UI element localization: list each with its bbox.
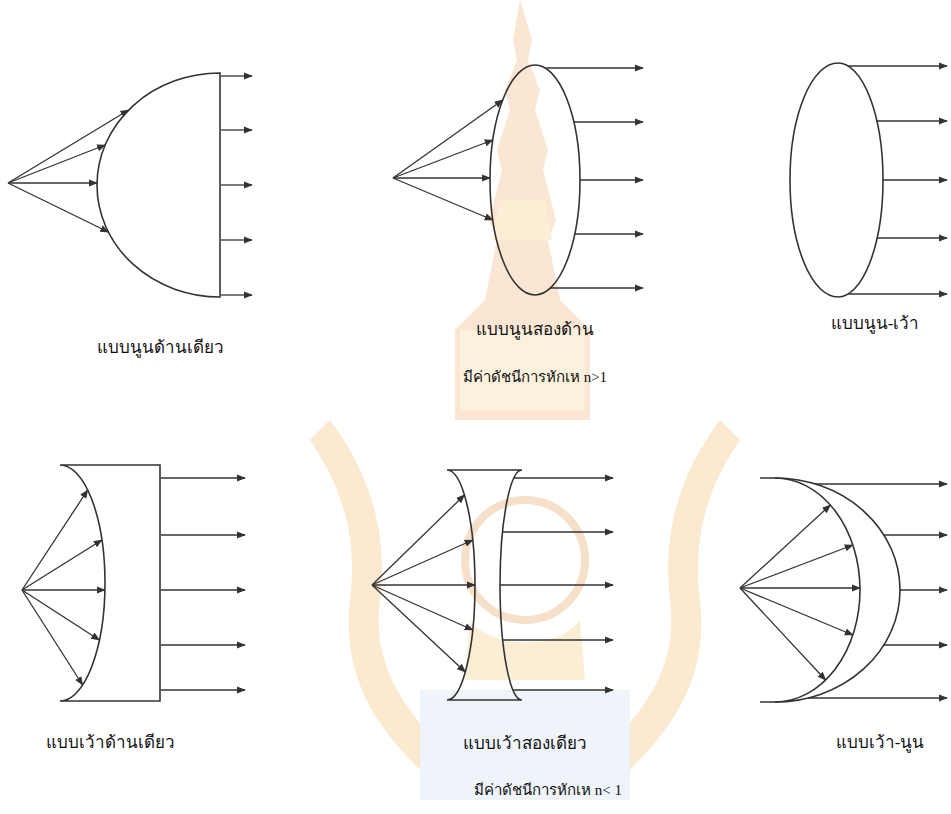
light-ray <box>161 589 245 590</box>
light-ray <box>503 639 613 640</box>
light-ray <box>900 589 947 590</box>
light-ray <box>393 140 493 178</box>
light-ray <box>393 177 490 178</box>
convex-concave-outer <box>790 63 838 297</box>
light-ray <box>22 589 105 590</box>
lens-name: แบบเว้าด้านเดียว <box>46 728 175 755</box>
light-ray <box>22 590 83 685</box>
light-ray <box>740 588 826 680</box>
light-ray <box>393 100 503 178</box>
light-ray <box>221 294 252 295</box>
light-ray <box>884 644 947 645</box>
light-ray <box>22 540 102 590</box>
light-ray <box>580 179 643 180</box>
light-ray <box>545 67 643 68</box>
light-ray <box>740 588 853 635</box>
light-ray <box>372 585 465 672</box>
light-ray <box>221 184 252 185</box>
light-ray <box>8 110 129 183</box>
light-ray <box>500 584 613 585</box>
light-ray <box>393 178 493 220</box>
light-ray <box>575 233 643 234</box>
light-ray <box>808 697 947 698</box>
light-ray <box>877 237 947 238</box>
light-ray <box>161 477 245 478</box>
light-rays <box>8 66 947 698</box>
light-ray <box>22 590 99 640</box>
light-ray <box>8 182 97 183</box>
light-ray <box>372 540 473 585</box>
light-ray <box>574 121 643 122</box>
light-ray <box>221 75 252 76</box>
light-ray <box>161 534 245 535</box>
light-ray <box>372 495 464 585</box>
lens-name: แบบเว้าสองเดียว <box>463 729 587 756</box>
light-ray <box>502 531 613 532</box>
light-ray <box>8 183 108 232</box>
watermark-emblem <box>310 0 740 800</box>
light-ray <box>161 689 245 690</box>
light-ray <box>883 179 947 180</box>
light-ray <box>22 490 88 590</box>
light-ray <box>221 129 252 130</box>
convex-concave-inner <box>838 63 883 297</box>
light-ray <box>740 505 830 588</box>
lens-name: แบบนูนด้านเดียว <box>97 333 224 360</box>
light-ray <box>513 689 613 690</box>
concave-convex-outer <box>775 478 900 702</box>
index-note: มีค่าดัชนีการหักเห n< 1 <box>474 778 622 802</box>
light-ray <box>848 65 947 66</box>
index-note: มีค่าดัชนีการหักเห n>1 <box>463 365 607 389</box>
plano-convex-lens <box>97 73 220 297</box>
light-ray <box>372 584 475 585</box>
lens-name: แบบนูนสองด้าน <box>476 315 594 342</box>
light-ray <box>740 587 860 588</box>
light-ray <box>514 477 613 478</box>
concave-convex-edge <box>760 478 775 702</box>
light-ray <box>884 534 947 535</box>
lens-name: แบบนูน-เว้า <box>831 309 920 336</box>
lens-name: แบบเว้า-นูน <box>836 728 925 755</box>
light-ray <box>848 293 947 294</box>
light-ray <box>815 483 947 484</box>
light-ray <box>877 120 947 121</box>
light-ray <box>740 545 853 588</box>
concave-convex-inner <box>775 478 860 702</box>
plano-concave-lens <box>60 465 160 701</box>
biconvex-lens <box>490 65 580 295</box>
light-ray <box>372 585 473 630</box>
light-ray <box>8 145 105 183</box>
lens-outlines <box>60 63 900 702</box>
light-ray <box>161 644 245 645</box>
light-ray <box>221 239 252 240</box>
light-ray <box>550 287 643 288</box>
